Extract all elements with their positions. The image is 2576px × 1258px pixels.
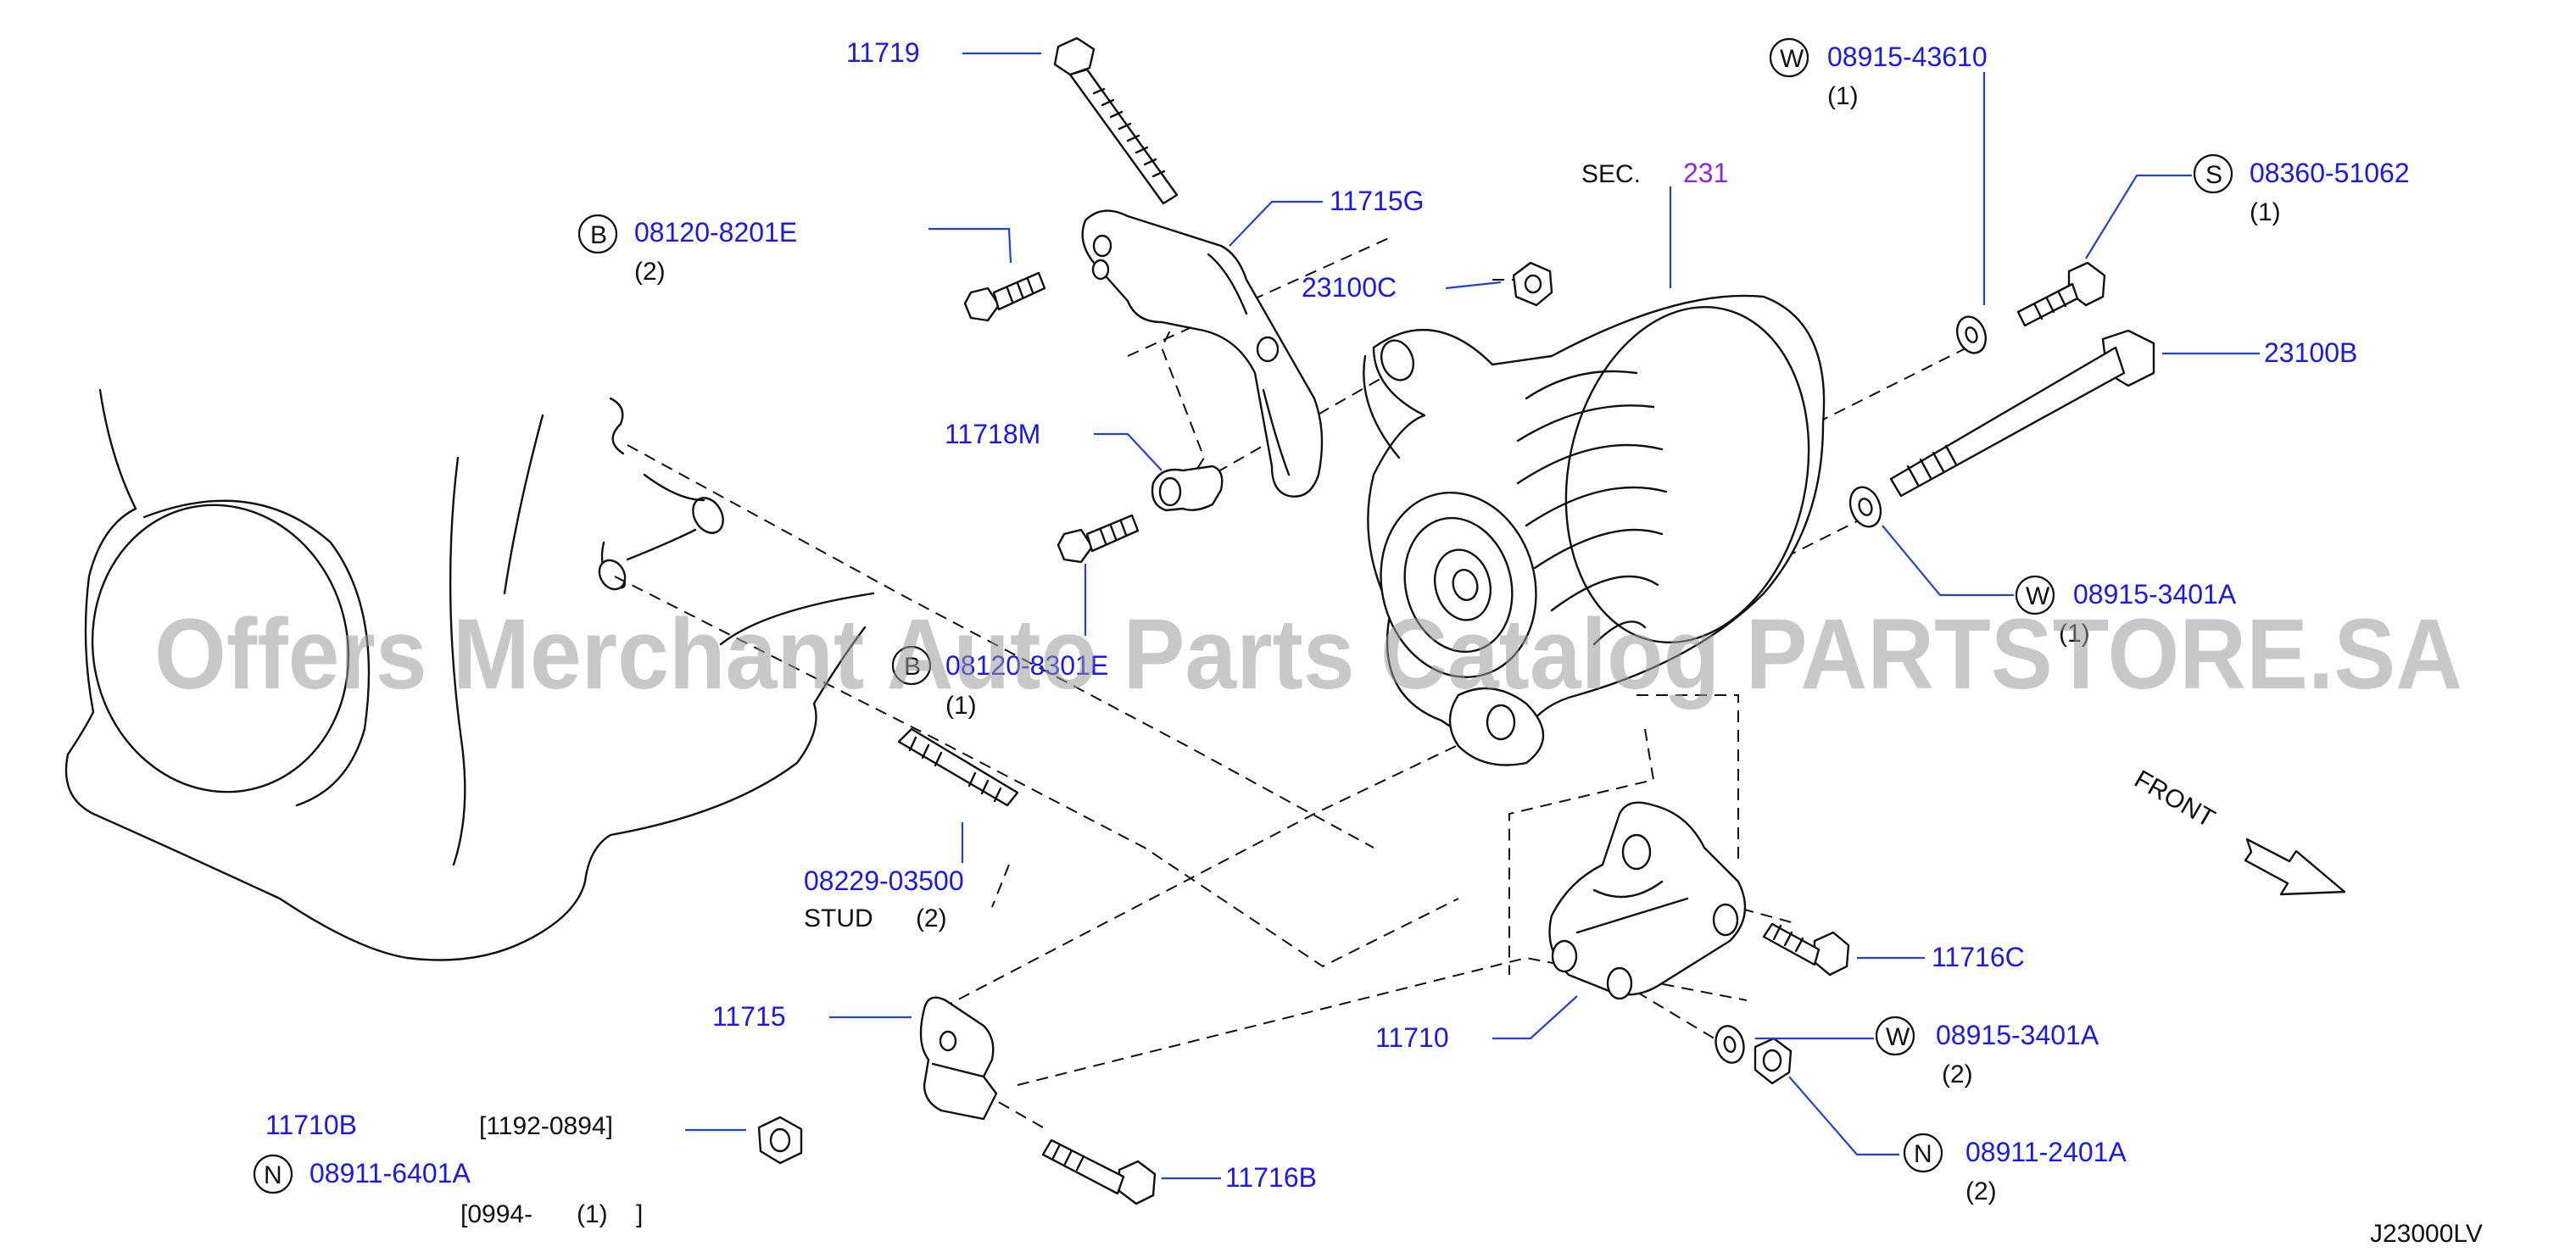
engine-block-outline bbox=[64, 388, 875, 961]
symbol-b-lower: B bbox=[904, 653, 921, 681]
label-08915-3401a-mid[interactable]: 08915-3401A bbox=[2073, 579, 2237, 610]
label-08915-3401a-low[interactable]: 08915-3401A bbox=[1936, 1020, 2099, 1050]
qty-08915-3401a-mid: (1) bbox=[2059, 620, 2090, 648]
sec-prefix: SEC. bbox=[1581, 160, 1641, 188]
label-08120-8301e[interactable]: 08120-8301E bbox=[945, 650, 1108, 681]
callout-labels: 11719 B 08120-8201E (2) 11715G 23100C 11… bbox=[253, 37, 2483, 1248]
front-arrow-icon bbox=[2244, 838, 2346, 896]
front-label: FRONT bbox=[2130, 765, 2220, 832]
w-symbol-low-icon bbox=[1875, 1016, 1915, 1056]
w-symbol-top-icon bbox=[1769, 37, 1809, 78]
qty-08915-43610: (1) bbox=[1827, 82, 1859, 110]
symbol-b-upper: B bbox=[590, 221, 607, 249]
label-11716c[interactable]: 11716C bbox=[1932, 942, 2025, 972]
label-11715[interactable]: 11715 bbox=[712, 1001, 786, 1032]
qty-08915-3401a-low: (2) bbox=[1942, 1060, 1973, 1088]
b-symbol-lower-icon bbox=[891, 645, 932, 686]
s-symbol-icon bbox=[2193, 153, 2233, 194]
label-stud: STUD bbox=[804, 905, 873, 932]
label-08911-6401a[interactable]: 08911-6401A bbox=[309, 1158, 471, 1188]
label-08120-8201e[interactable]: 08120-8201E bbox=[634, 217, 797, 248]
symbol-w-mid: W bbox=[2026, 582, 2050, 610]
label-23100b[interactable]: 23100B bbox=[2264, 337, 2357, 368]
w-symbol-mid-icon bbox=[2015, 575, 2055, 615]
date-08911-6401a: [0994- bbox=[460, 1200, 532, 1228]
bracket-11715 bbox=[919, 996, 998, 1121]
symbol-w-low: W bbox=[1886, 1023, 1910, 1051]
fasteners bbox=[757, 36, 2155, 1205]
leader-lines bbox=[685, 52, 2260, 1180]
label-11716b[interactable]: 11716B bbox=[1225, 1162, 1317, 1193]
front-direction-arrow: FRONT bbox=[2130, 765, 2346, 896]
qty-08120-8201e: (2) bbox=[634, 258, 666, 286]
b-symbol-icon bbox=[577, 214, 618, 254]
symbol-s-top: S bbox=[2205, 161, 2222, 189]
label-11710[interactable]: 11710 bbox=[1375, 1022, 1449, 1053]
sec-number[interactable]: 231 bbox=[1683, 158, 1728, 188]
diagram-code: J23000LV bbox=[2370, 1220, 2483, 1248]
symbol-w-top: W bbox=[1780, 45, 1804, 73]
label-11719[interactable]: 11719 bbox=[846, 37, 920, 68]
n-symbol-left-icon bbox=[253, 1154, 293, 1194]
assembly-lines bbox=[614, 237, 1968, 1128]
label-08915-43610[interactable]: 08915-43610 bbox=[1827, 42, 1988, 72]
label-11715g[interactable]: 11715G bbox=[1330, 186, 1425, 216]
date-11710b: [1192-0894] bbox=[479, 1112, 613, 1140]
symbol-n-left: N bbox=[264, 1161, 282, 1189]
label-08360-51062[interactable]: 08360-51062 bbox=[2250, 158, 2410, 188]
n-symbol-right-icon bbox=[1903, 1133, 1943, 1173]
watermark: Offers Merchant Auto Parts Catalog PARTS… bbox=[154, 598, 2462, 710]
symbol-n-right: N bbox=[1914, 1140, 1932, 1168]
label-23100c[interactable]: 23100C bbox=[1302, 272, 1397, 303]
qty-stud: (2) bbox=[916, 905, 947, 932]
qty-08360-51062: (1) bbox=[2250, 198, 2281, 226]
label-08229-03500[interactable]: 08229-03500 bbox=[804, 866, 964, 896]
label-08911-2401a[interactable]: 08911-2401A bbox=[1965, 1137, 2127, 1167]
bracket-11710 bbox=[1548, 801, 1747, 1000]
qty-08120-8301e: (1) bbox=[945, 692, 977, 720]
close-08911-6401a: ] bbox=[636, 1200, 643, 1228]
qty-08911-2401a: (2) bbox=[1965, 1177, 1997, 1205]
label-11710b[interactable]: 11710B bbox=[265, 1110, 357, 1140]
qty-08911-6401a: (1) bbox=[577, 1200, 608, 1228]
alternator bbox=[1363, 294, 1826, 766]
bracket-11715g bbox=[1081, 209, 1324, 498]
label-11718m[interactable]: 11718M bbox=[945, 419, 1040, 449]
